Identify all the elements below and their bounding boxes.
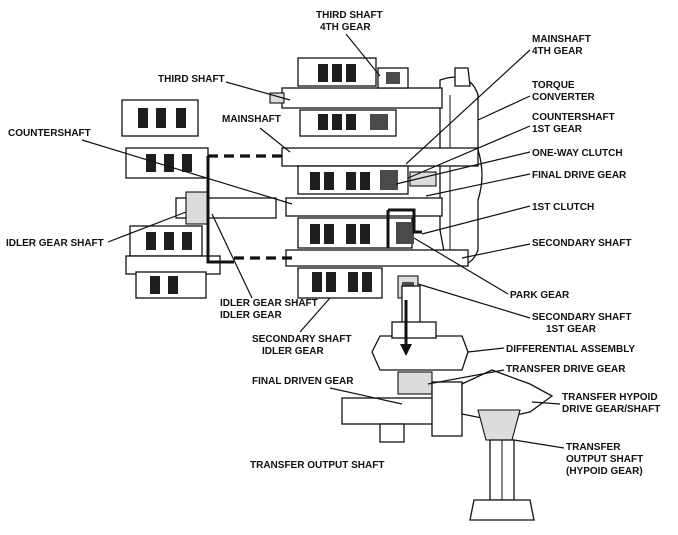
torque-converter-housing xyxy=(439,76,483,266)
label-1st-clutch: 1ST CLUTCH xyxy=(532,202,594,213)
label-park-gear: PARK GEAR xyxy=(510,290,570,301)
label-third-shaft-4th-gear: THIRD SHAFT 4TH GEAR xyxy=(316,10,385,33)
label-transfer-output-shaft-hypoid: TRANSFER OUTPUT SHAFT (HYPOID GEAR) xyxy=(566,442,646,477)
countershaft-assembly xyxy=(285,197,443,249)
differential-drawing xyxy=(341,285,469,443)
label-one-way-clutch: ONE-WAY CLUTCH xyxy=(532,148,623,159)
left-exploded-gears xyxy=(121,99,277,299)
label-secondary-shaft-1st-gear: SECONDARY SHAFT 1ST GEAR xyxy=(532,312,634,335)
mainshaft-assembly xyxy=(281,147,479,195)
callout-labels: THIRD SHAFT 4TH GEAR THIRD SHAFT MAINSHA… xyxy=(6,10,660,477)
label-secondary-shaft-idler-gear: SECONDARY SHAFT IDLER GEAR xyxy=(252,334,354,357)
transfer-case-drawing xyxy=(461,369,554,521)
label-transfer-hypoid-drive-gear: TRANSFER HYPOID DRIVE GEAR/SHAFT xyxy=(562,392,660,415)
label-final-drive-gear: FINAL DRIVE GEAR xyxy=(532,170,627,181)
label-mainshaft-4th-gear: MAINSHAFT 4TH GEAR xyxy=(532,34,594,57)
power-flow-path xyxy=(206,154,422,356)
label-transfer-output-shaft: TRANSFER OUTPUT SHAFT xyxy=(250,460,384,471)
label-transfer-drive-gear: TRANSFER DRIVE GEAR xyxy=(506,364,626,375)
label-countershaft-1st-gear: COUNTERSHAFT 1ST GEAR xyxy=(532,112,618,135)
third-shaft-assembly xyxy=(269,57,443,137)
label-third-shaft: THIRD SHAFT xyxy=(158,74,225,85)
label-countershaft: COUNTERSHAFT xyxy=(8,128,91,139)
label-torque-converter: TORQUE CONVERTER xyxy=(532,80,596,103)
label-idler-gear-shaft-idler-gear: IDLER GEAR SHAFT IDLER GEAR xyxy=(220,298,321,321)
transmission-drawing xyxy=(121,57,554,521)
converter-flange xyxy=(454,67,471,87)
label-secondary-shaft: SECONDARY SHAFT xyxy=(532,238,631,249)
label-final-driven-gear: FINAL DRIVEN GEAR xyxy=(252,376,354,387)
label-differential-assembly: DIFFERENTIAL ASSEMBLY xyxy=(506,344,635,355)
label-mainshaft: MAINSHAFT xyxy=(222,114,281,125)
label-idler-gear-shaft: IDLER GEAR SHAFT xyxy=(6,238,104,249)
